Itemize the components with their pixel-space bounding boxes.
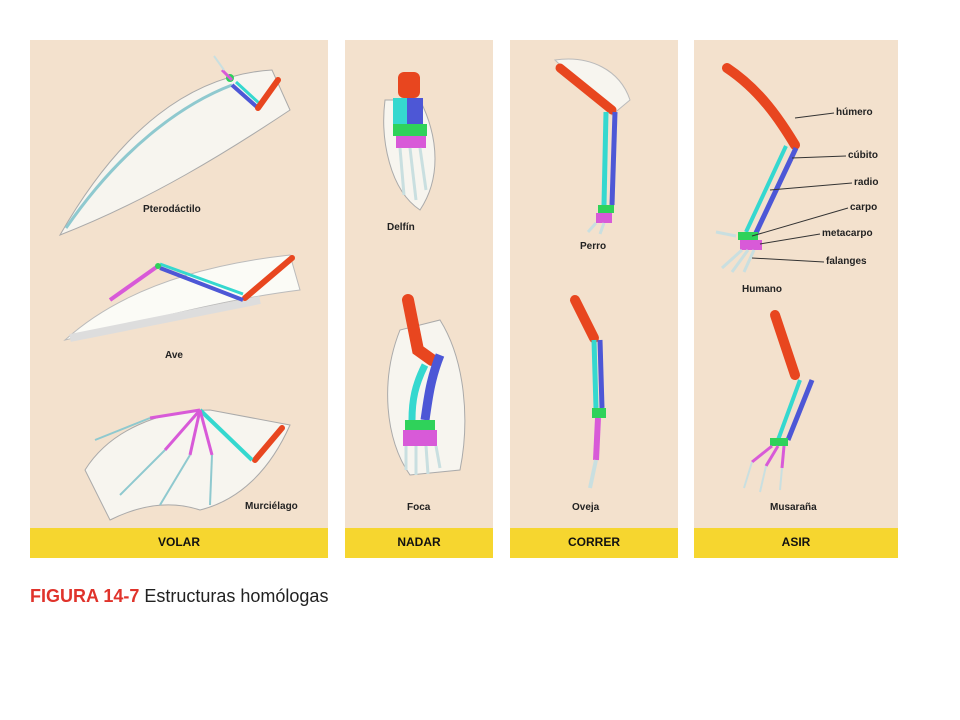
callout-humerus: húmero [836, 107, 873, 118]
callout-carpals: carpo [850, 202, 878, 213]
shrew-arm [743, 310, 815, 493]
bat-wing [84, 408, 291, 521]
label-dog: Perro [580, 241, 607, 252]
figure-caption: FIGURA 14-7 Estructuras homólogas [30, 586, 328, 607]
bird-wing [63, 254, 301, 342]
band-volar: VOLAR [30, 528, 328, 558]
callout-metacarpals: metacarpo [822, 228, 873, 239]
band-label: VOLAR [158, 535, 200, 549]
band-label: CORRER [567, 535, 620, 549]
label-dolphin: Delfín [387, 222, 415, 233]
dolphin-flipper [383, 72, 436, 211]
label-seal: Foca [407, 502, 431, 513]
band-nadar: NADAR [345, 528, 493, 558]
dog-leg [553, 58, 631, 235]
label-human: Humano [742, 284, 782, 295]
seal-flipper [387, 294, 466, 476]
band-asir: ASIR [694, 528, 898, 558]
panel-asir: ASIR [694, 40, 898, 558]
figure-number: FIGURA 14-7 [30, 586, 140, 606]
band-label: ASIR [781, 535, 811, 549]
panel-correr: CORRER [510, 40, 678, 558]
band-correr: CORRER [510, 528, 678, 558]
human-arm [715, 63, 853, 273]
callout-radius: radio [854, 177, 879, 188]
label-bird: Ave [165, 350, 183, 361]
label-pterodactyl: Pterodáctilo [143, 204, 201, 215]
label-bat: Murciélago [245, 501, 298, 512]
label-sheep: Oveja [572, 502, 600, 513]
label-shrew: Musaraña [770, 502, 817, 513]
callout-ulna: cúbito [848, 150, 878, 161]
sheep-leg [570, 295, 606, 489]
callout-phalanges: falanges [826, 256, 867, 267]
band-label: NADAR [397, 535, 441, 549]
figure-title: Estructuras homólogas [139, 586, 329, 606]
pterodactyl-wing [58, 55, 291, 236]
